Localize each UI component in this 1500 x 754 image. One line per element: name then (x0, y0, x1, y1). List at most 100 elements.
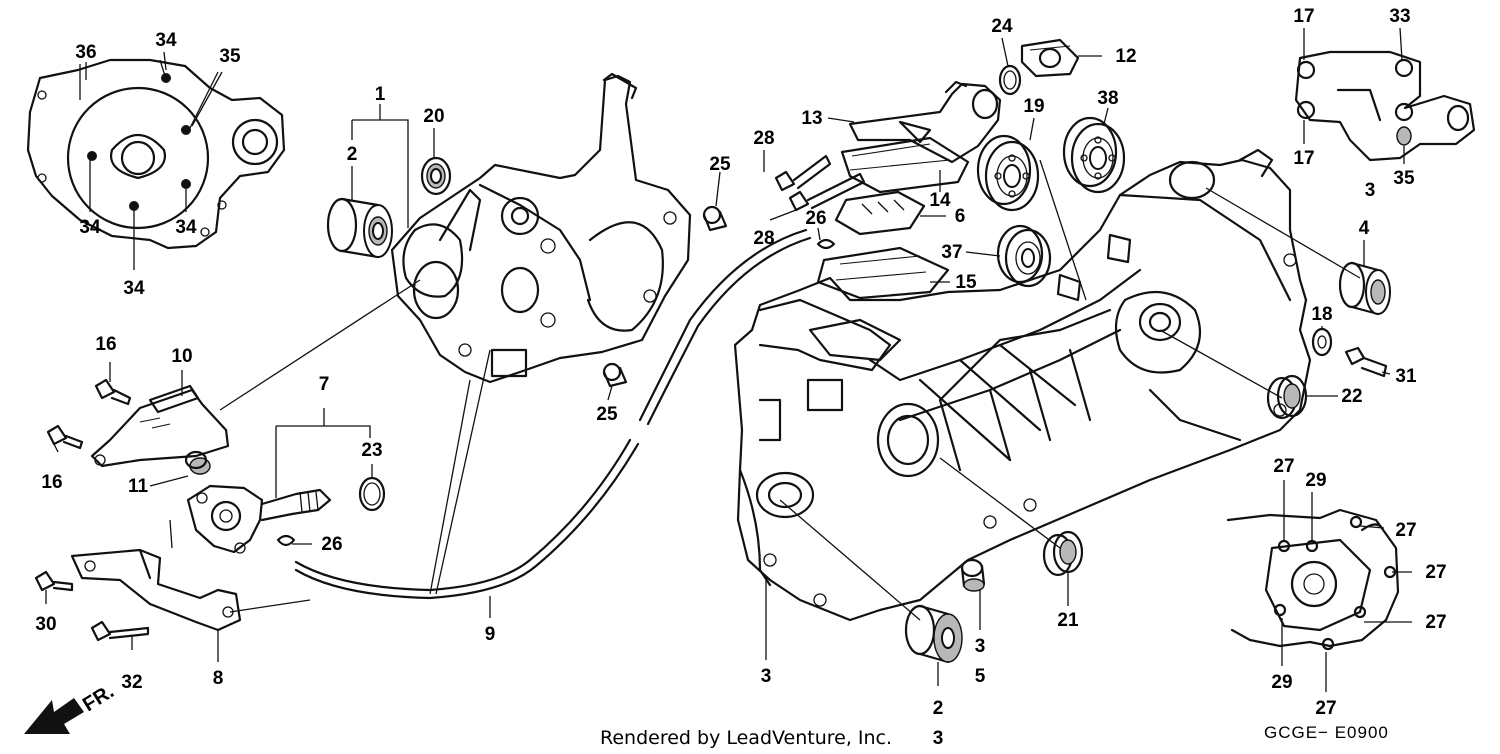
callout-30: 30 (35, 614, 56, 635)
callout-38: 38 (1097, 88, 1118, 109)
callout-27: 27 (1425, 612, 1446, 633)
gasket-12 (1020, 38, 1080, 78)
callout-17: 17 (1293, 148, 1314, 169)
callout-21: 21 (1057, 610, 1079, 631)
dowel-25-top (702, 205, 728, 232)
callout-34: 34 (155, 30, 177, 51)
callout-9: 9 (485, 624, 496, 645)
seal-20 (420, 156, 452, 196)
callout-35: 35 (1393, 168, 1415, 189)
callout-32: 32 (121, 672, 142, 693)
callout-24: 24 (991, 16, 1013, 37)
callout-12: 12 (1115, 46, 1136, 67)
callout-34: 34 (175, 217, 197, 238)
callout-34: 34 (123, 278, 145, 299)
callout-13: 13 (801, 108, 822, 129)
callout-22: 22 (1341, 386, 1362, 407)
exhaust-flange-17-33 (1294, 50, 1476, 162)
crankcase-gasket-left (26, 58, 286, 270)
front-direction-arrow: FR. (24, 681, 118, 734)
leader-lines (45, 27, 1412, 692)
dowel-5 (960, 558, 986, 592)
callout-31: 31 (1395, 366, 1417, 387)
bolt-28-a (774, 154, 832, 192)
callout-11: 11 (128, 476, 149, 497)
callout-2: 2 (347, 144, 358, 165)
callout-27: 27 (1425, 562, 1446, 583)
callout-7: 7 (319, 374, 330, 395)
callout-17: 17 (1293, 6, 1314, 27)
bolt-16-a (94, 378, 132, 406)
collar-11 (184, 450, 211, 475)
callout-28: 28 (753, 228, 774, 249)
bearing-2-bottom (904, 604, 963, 664)
oring-24 (998, 64, 1022, 96)
bolt-16-b (46, 424, 84, 450)
callout-33: 33 (1389, 6, 1410, 27)
callout-14: 14 (929, 190, 951, 211)
render-credit: Rendered by LeadVenture, Inc. (600, 727, 892, 749)
oil-hose-9 (294, 228, 812, 600)
callout-34: 34 (79, 217, 101, 238)
bearing-4 (1338, 261, 1391, 316)
bolt-30 (34, 570, 74, 592)
reed-valve-6 (834, 190, 926, 236)
callout-3: 3 (933, 728, 944, 749)
callout-26: 26 (805, 208, 826, 229)
callout-18: 18 (1311, 304, 1332, 325)
callout-25: 25 (596, 404, 618, 425)
callout-19: 19 (1023, 96, 1044, 117)
callout-2: 2 (933, 698, 944, 719)
bearing-19 (976, 134, 1040, 212)
callout-25: 25 (709, 154, 731, 175)
callout-3: 3 (1365, 180, 1376, 201)
callout-35: 35 (219, 46, 241, 67)
callout-27: 27 (1395, 520, 1416, 541)
callout-4: 4 (1359, 218, 1370, 239)
cover-gasket-27 (1226, 508, 1400, 651)
callout-27: 27 (1315, 698, 1336, 719)
callout-16: 16 (95, 334, 116, 355)
callout-29: 29 (1271, 672, 1292, 693)
dowel-25-bottom (602, 362, 628, 388)
callout-3: 3 (761, 666, 772, 687)
oring-23 (358, 476, 386, 512)
callout-37: 37 (941, 242, 962, 263)
callout-3: 3 (975, 636, 986, 657)
drawing-code: GCGE− E0900 (1264, 723, 1389, 742)
callout-8: 8 (213, 668, 224, 689)
callout-20: 20 (423, 106, 444, 127)
callout-5: 5 (975, 666, 986, 687)
bolt-31 (1344, 346, 1388, 378)
callout-23: 23 (361, 440, 382, 461)
callout-10: 10 (171, 346, 192, 367)
callout-labels: 1 2 20 36 34 35 34 34 34 25 25 28 28 26 … (35, 6, 1446, 749)
callout-16: 16 (41, 472, 62, 493)
callout-1: 1 (375, 84, 386, 105)
callout-29: 29 (1305, 470, 1326, 491)
callout-26: 26 (321, 534, 342, 555)
gasket-14 (840, 136, 970, 194)
seal-21 (1042, 530, 1084, 577)
intake-pipe-13 (848, 80, 1002, 164)
clip-26-top (816, 238, 836, 250)
bolt-32 (90, 620, 150, 642)
bolt-28-b (788, 172, 866, 212)
clip-26-bottom (276, 534, 296, 547)
right-crankcase-half (733, 148, 1312, 622)
bearing-2-left (326, 197, 393, 259)
bracket-10 (90, 384, 230, 468)
callout-27: 27 (1273, 456, 1294, 477)
oil-pump-7 (186, 484, 332, 554)
callout-6: 6 (955, 206, 966, 227)
callout-15: 15 (955, 272, 977, 293)
left-crankcase-half (390, 72, 692, 384)
bearing-38 (1062, 116, 1126, 194)
gasket-15 (816, 246, 950, 300)
callout-36: 36 (75, 42, 96, 63)
washer-18 (1311, 327, 1333, 357)
bearing-37 (996, 224, 1052, 288)
bracket-8 (70, 548, 242, 632)
